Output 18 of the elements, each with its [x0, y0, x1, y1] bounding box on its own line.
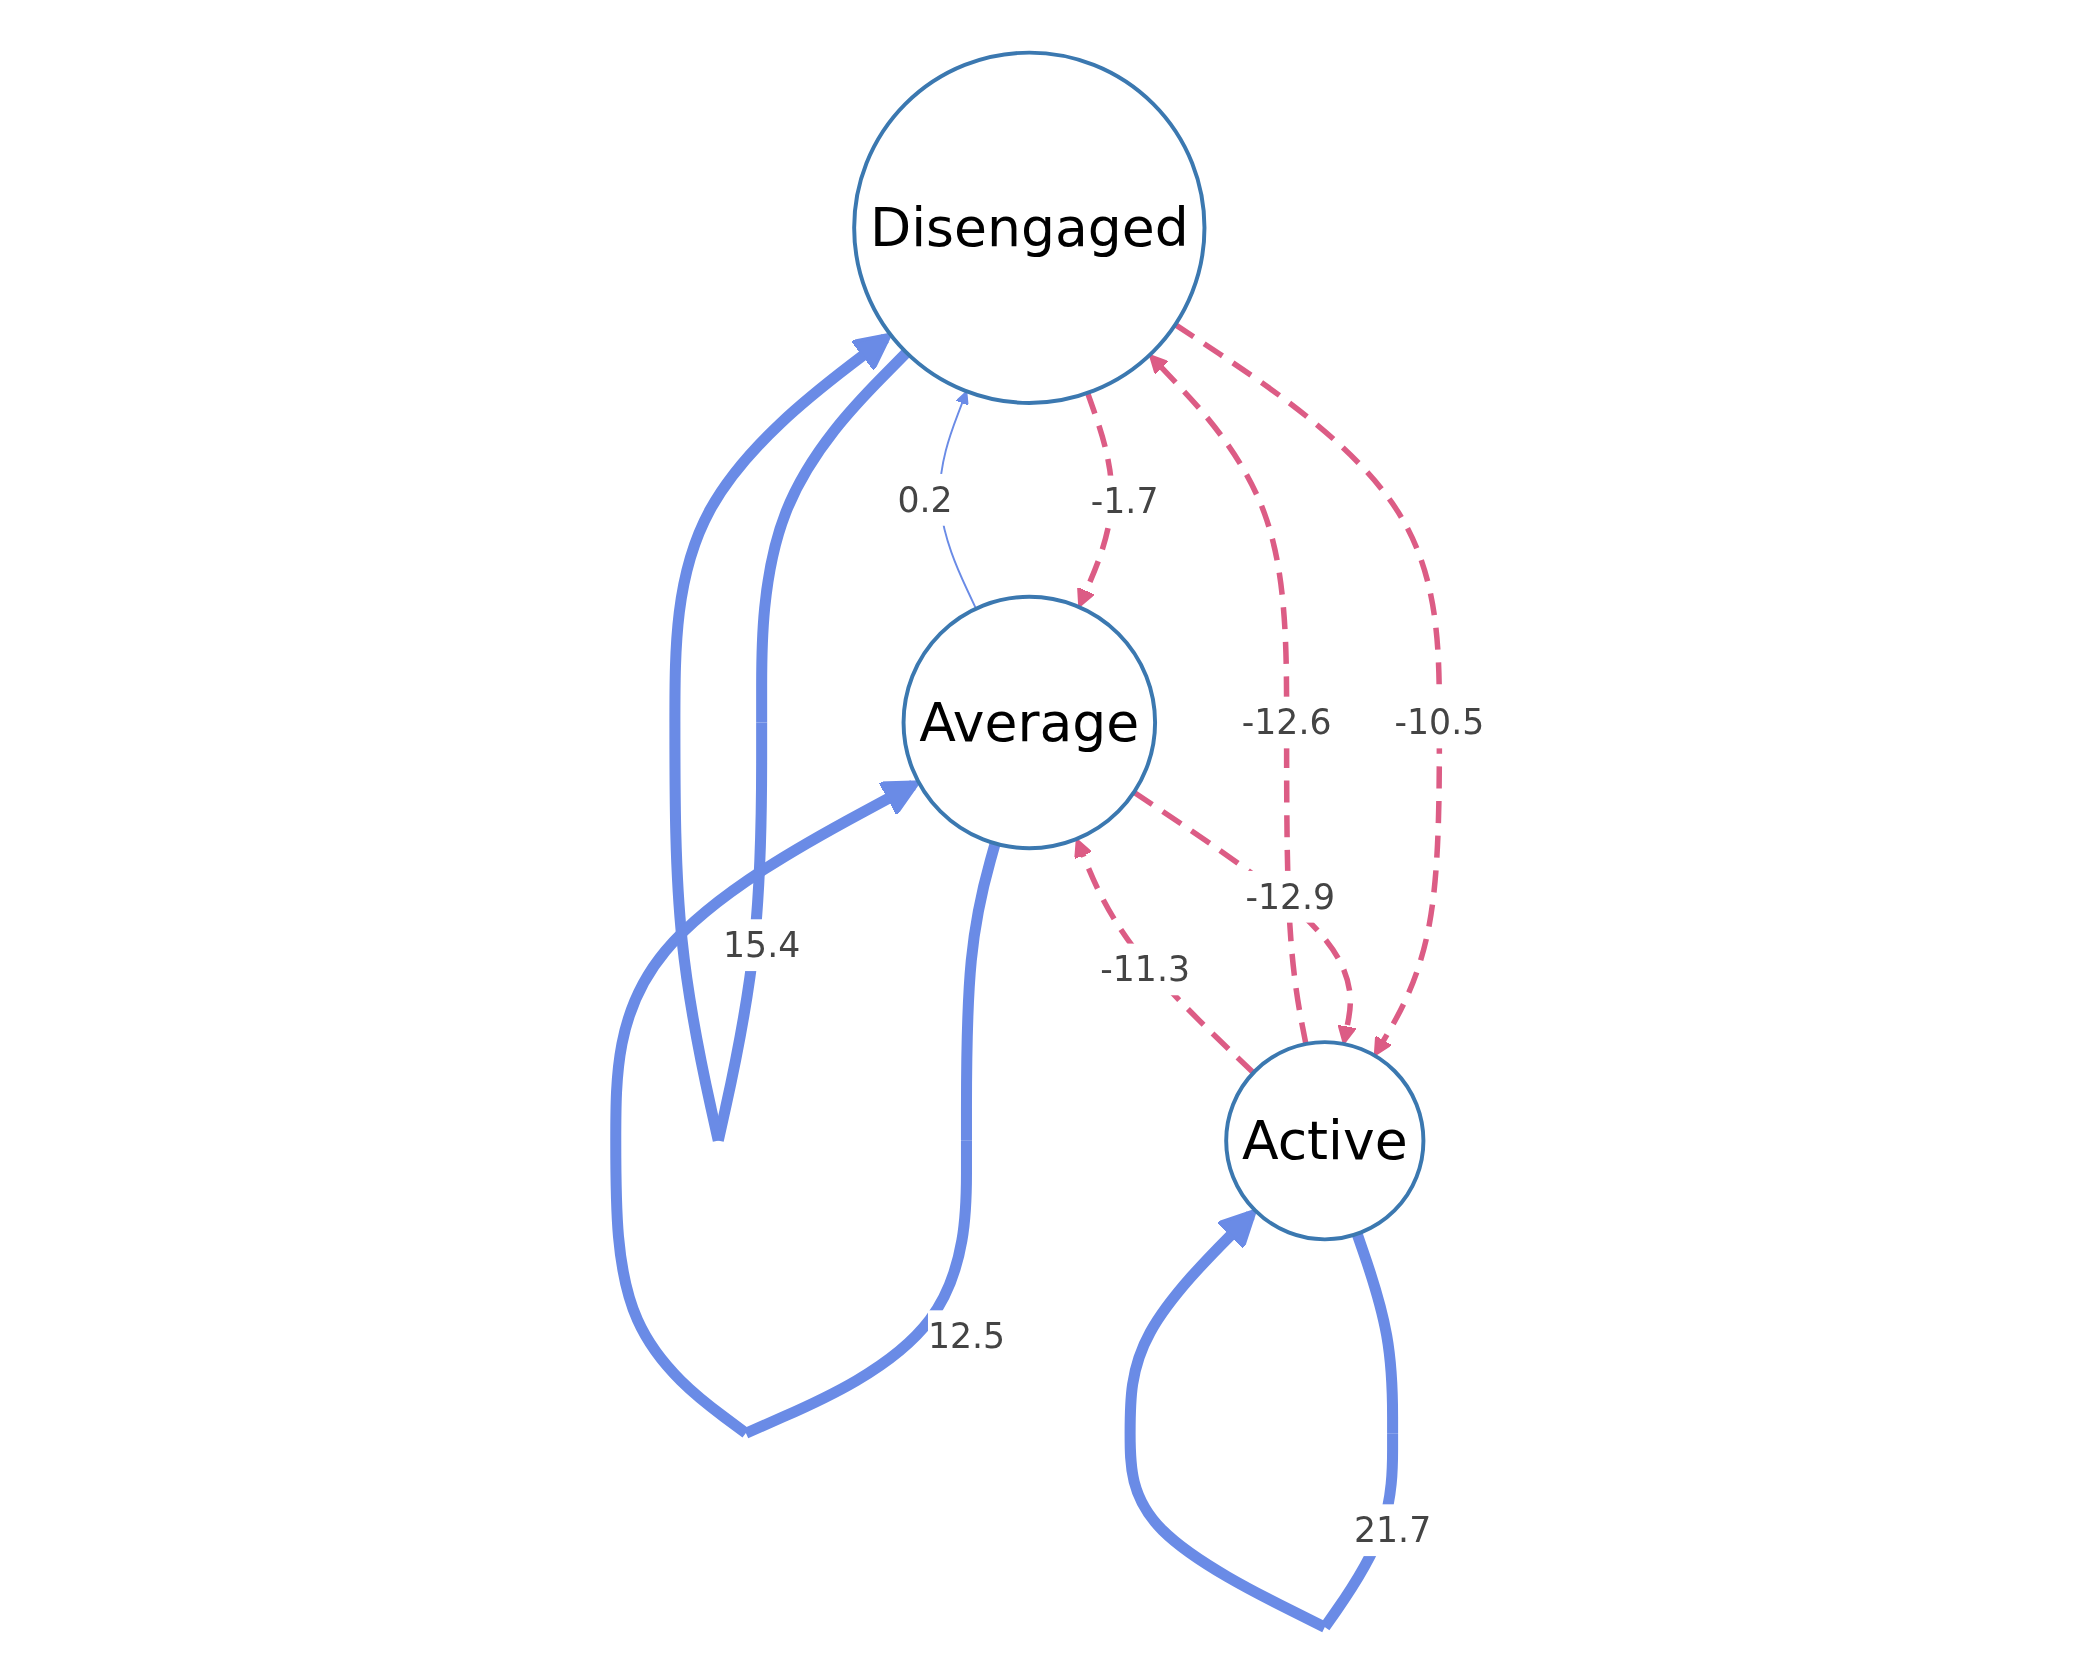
edge-label: -10.5: [1394, 702, 1485, 743]
arrow: [1173, 322, 1443, 1057]
edge-label: 0.2: [897, 480, 953, 520]
edge-label: -11.3: [1100, 949, 1191, 990]
arrow: [1124, 1208, 1399, 1633]
node-circle: Average: [901, 594, 1158, 851]
edge-label: 12.5: [927, 1316, 1006, 1356]
node-circle: Disengaged: [852, 50, 1207, 405]
edge-label: -1.7: [1090, 481, 1159, 522]
arrow: [1148, 354, 1309, 1045]
edge-label: 21.7: [1354, 1510, 1432, 1550]
arrow: [1132, 790, 1357, 1045]
arrow: [1074, 838, 1256, 1075]
node-circle: Active: [1224, 1040, 1426, 1242]
edge-label: -12.6: [1241, 702, 1332, 743]
edge-label: 15.4: [723, 925, 801, 965]
arrow: [610, 780, 1001, 1439]
edge-label: -12.9: [1245, 876, 1336, 917]
